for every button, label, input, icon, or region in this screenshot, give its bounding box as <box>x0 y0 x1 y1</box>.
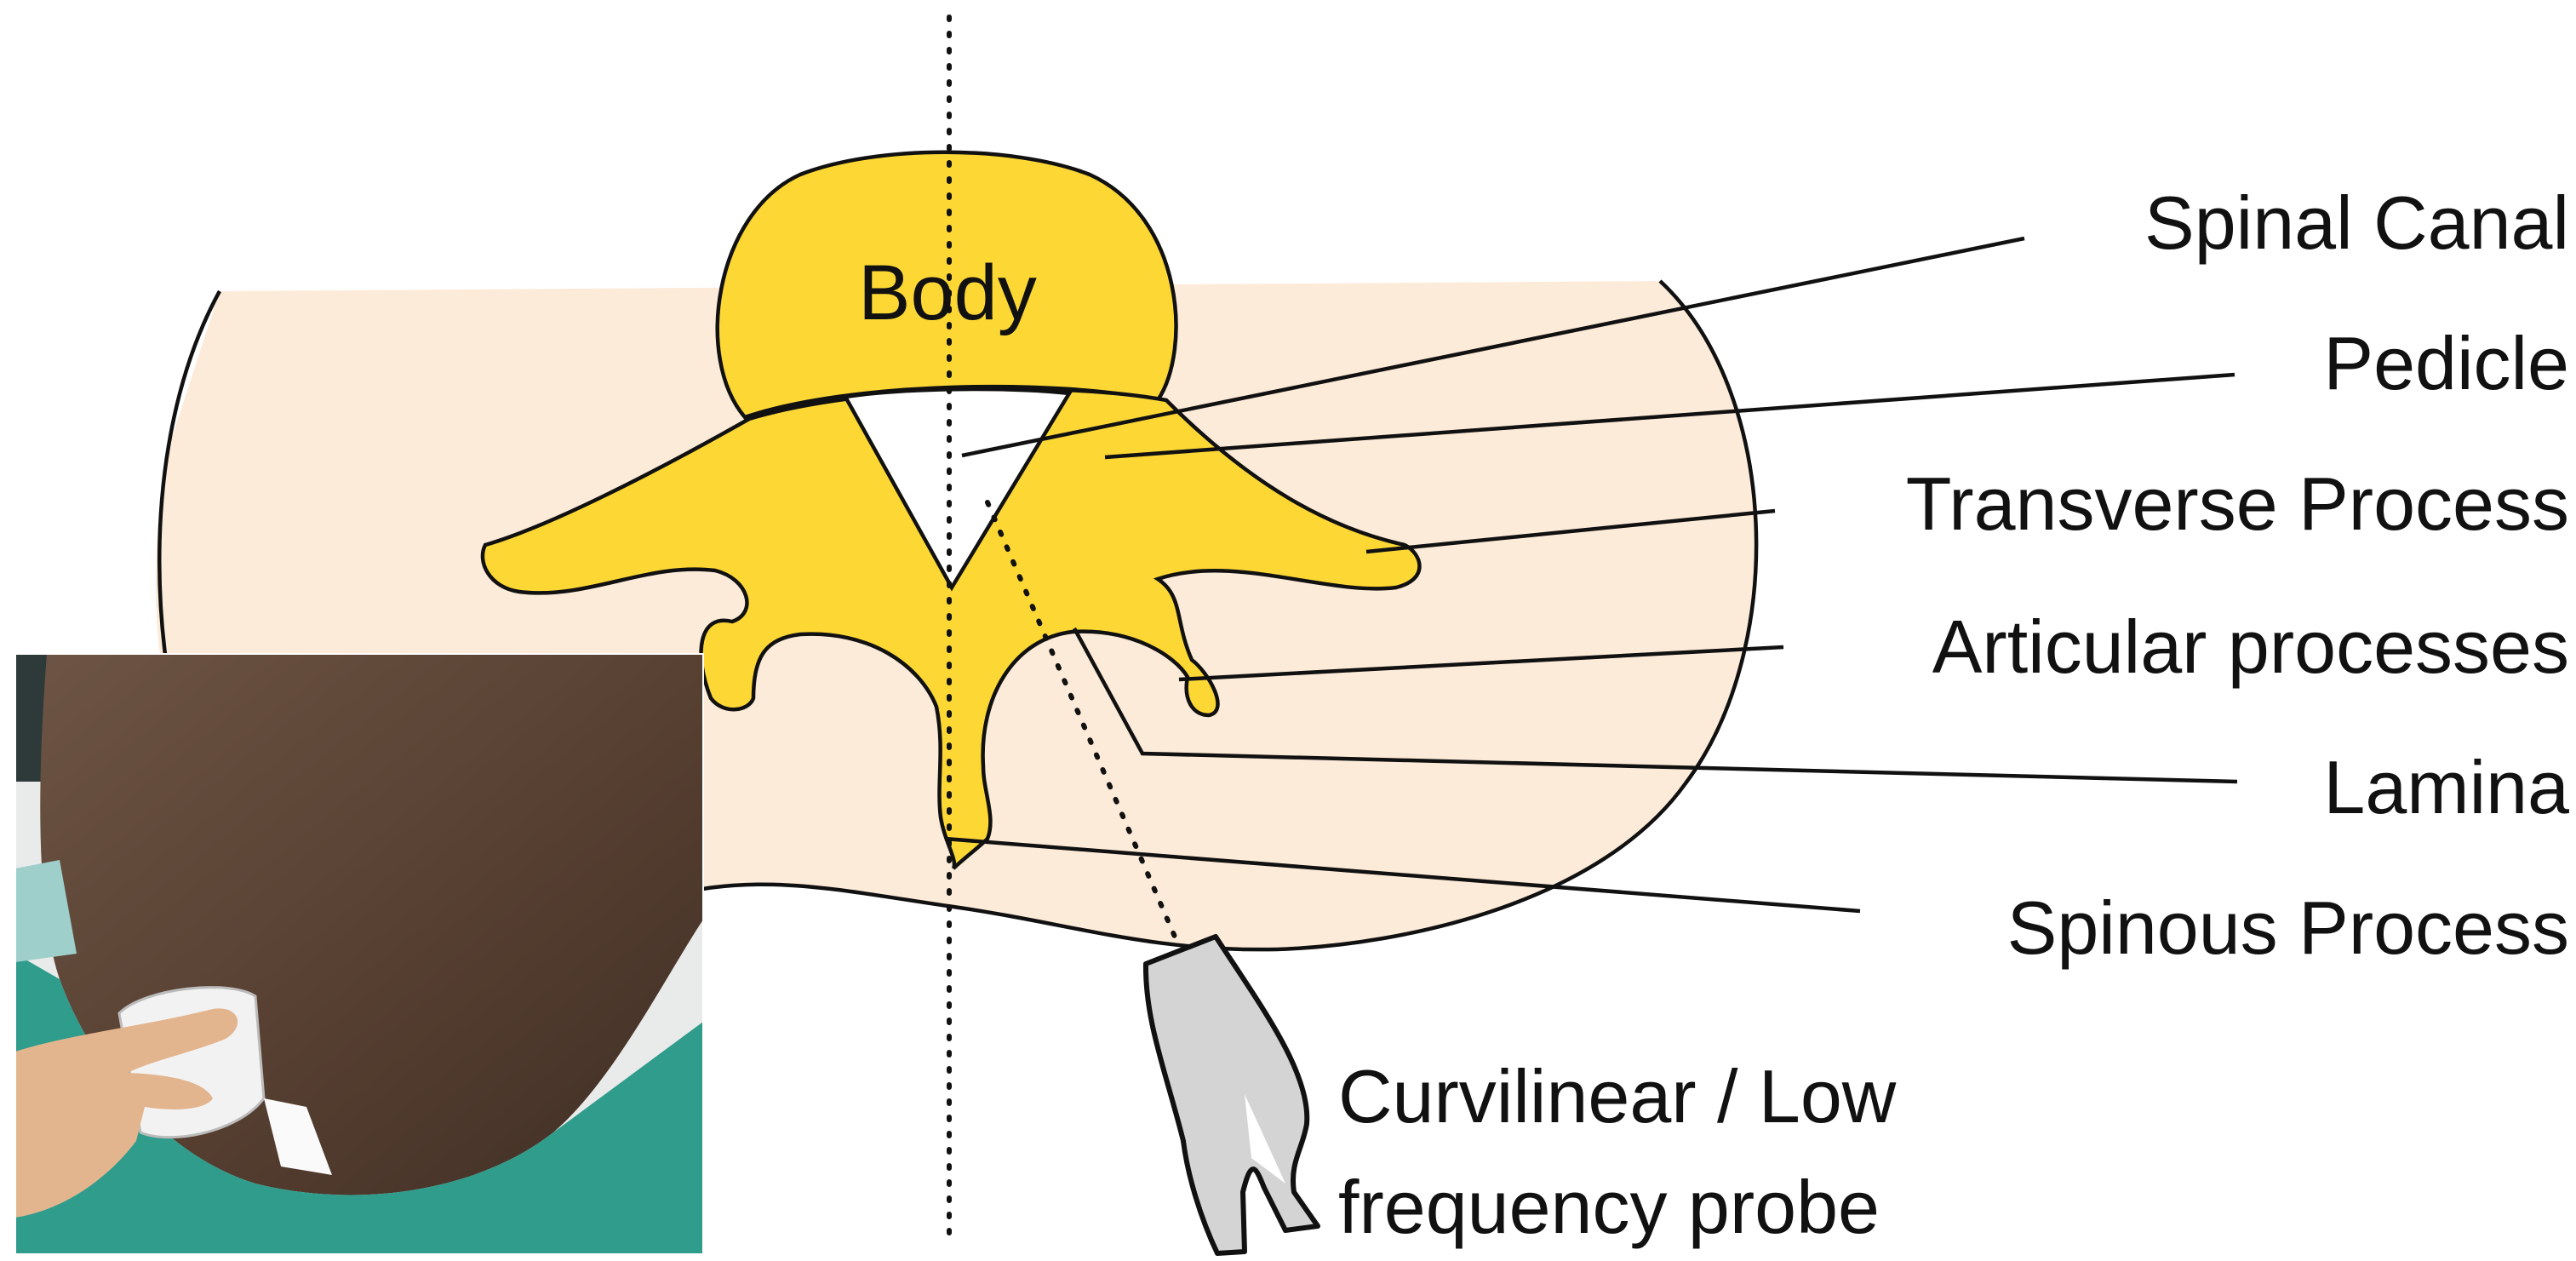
body-label: Body <box>858 249 1037 336</box>
label-spinous-process: Spinous Process <box>2007 886 2569 970</box>
curvilinear-probe-icon <box>1146 937 1318 1253</box>
probe-label-line2: frequency probe <box>1338 1165 1880 1249</box>
label-articular-processes: Articular processes <box>1932 605 2569 689</box>
label-pedicle: Pedicle <box>2323 321 2569 405</box>
label-spinal-canal: Spinal Canal <box>2144 181 2569 265</box>
probe-label-line1: Curvilinear / Low <box>1338 1054 1897 1138</box>
label-transverse-process: Transverse Process <box>1906 461 2569 546</box>
patient-back-photo <box>15 654 703 1254</box>
label-lamina: Lamina <box>2323 745 2569 829</box>
